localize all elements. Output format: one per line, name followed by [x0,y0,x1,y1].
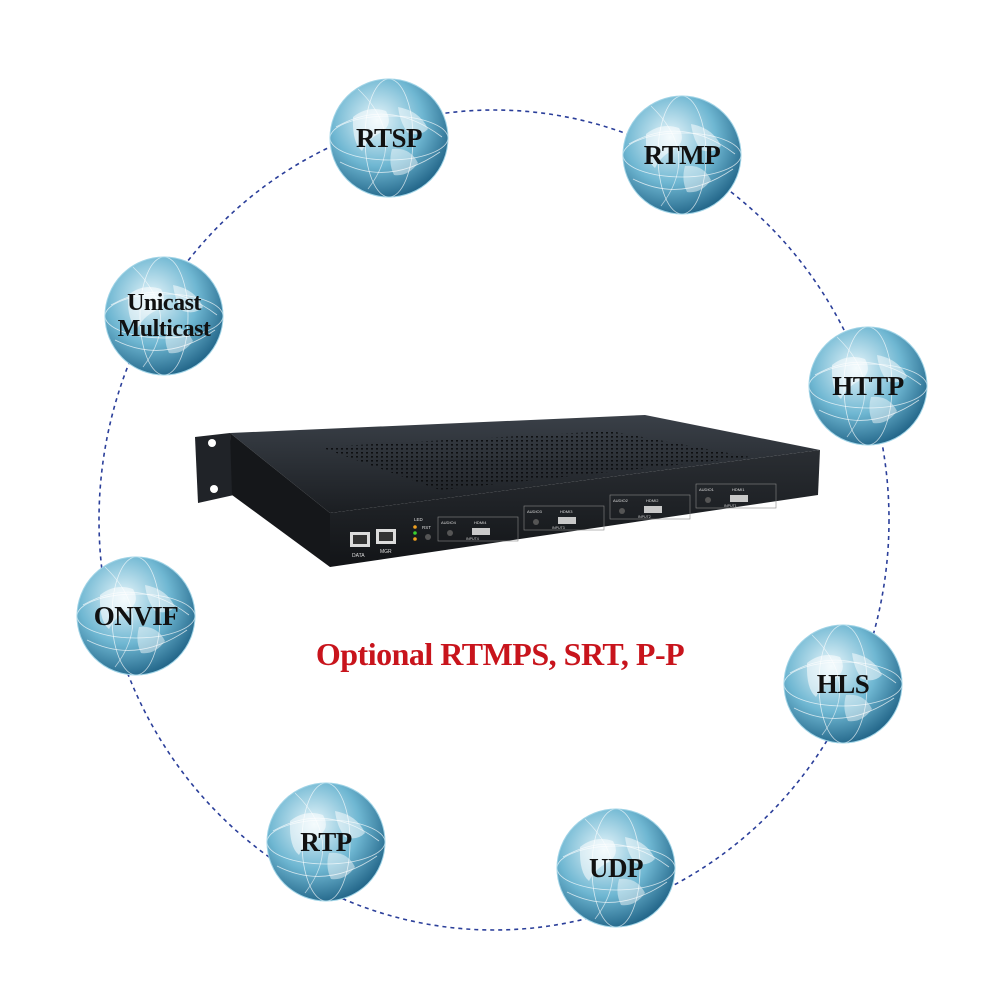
globe-rtsp: RTSP [328,77,450,199]
hdmi-label: HDMI1 [732,487,745,492]
globe-icon [76,556,196,676]
hdmi-label: HDMI2 [646,498,659,503]
globe-icon [266,782,386,902]
protocol-label-rtp: RTP [300,826,352,857]
globe-http: HTTP [807,325,929,447]
audio-label: AUDIO2 [613,498,629,503]
globe-icon [329,78,449,198]
protocol-label-unicast-multicast: Unicast Multicast [117,290,211,342]
protocol-label-rtmp: RTMP [643,139,721,170]
globe-icon [622,95,742,215]
globe-icon [783,624,903,744]
protocol-label-http: HTTP [832,370,904,401]
input-label: INPUT1 [724,504,737,508]
hdmi-label: HDMI4 [474,520,487,525]
globe-onvif: ONVIF [75,555,197,677]
globe-icon [808,326,928,446]
protocol-label-hls: HLS [816,668,870,699]
mgr-port-label: MGR [380,549,392,555]
globe-hls: HLS [782,623,904,745]
audio-label: AUDIO4 [441,520,457,525]
protocol-label-udp: UDP [589,852,644,883]
globe-icon [104,256,224,376]
globe-icon [556,808,676,928]
globe-udp: UDP [555,807,677,929]
input-label: INPUT3 [552,526,565,530]
led-label: LED [414,517,424,522]
hdmi-label: HDMI3 [560,509,573,514]
input-label: INPUT4 [466,537,479,541]
globe-unicast-multicast: Unicast Multicast [103,255,225,377]
protocol-label-onvif: ONVIF [93,600,179,631]
audio-label: AUDIO3 [527,509,543,514]
globe-rtp: RTP [265,781,387,903]
protocol-label-rtsp: RTSP [355,122,423,153]
data-port-label: DATA [352,553,365,559]
optional-protocols-caption: Optional RTMPS, SRT, P-P [315,636,685,672]
audio-label: AUDIO1 [699,487,715,492]
globe-rtmp: RTMP [621,94,743,216]
input-label: INPUT2 [638,515,651,519]
rst-label: RST [422,525,431,530]
